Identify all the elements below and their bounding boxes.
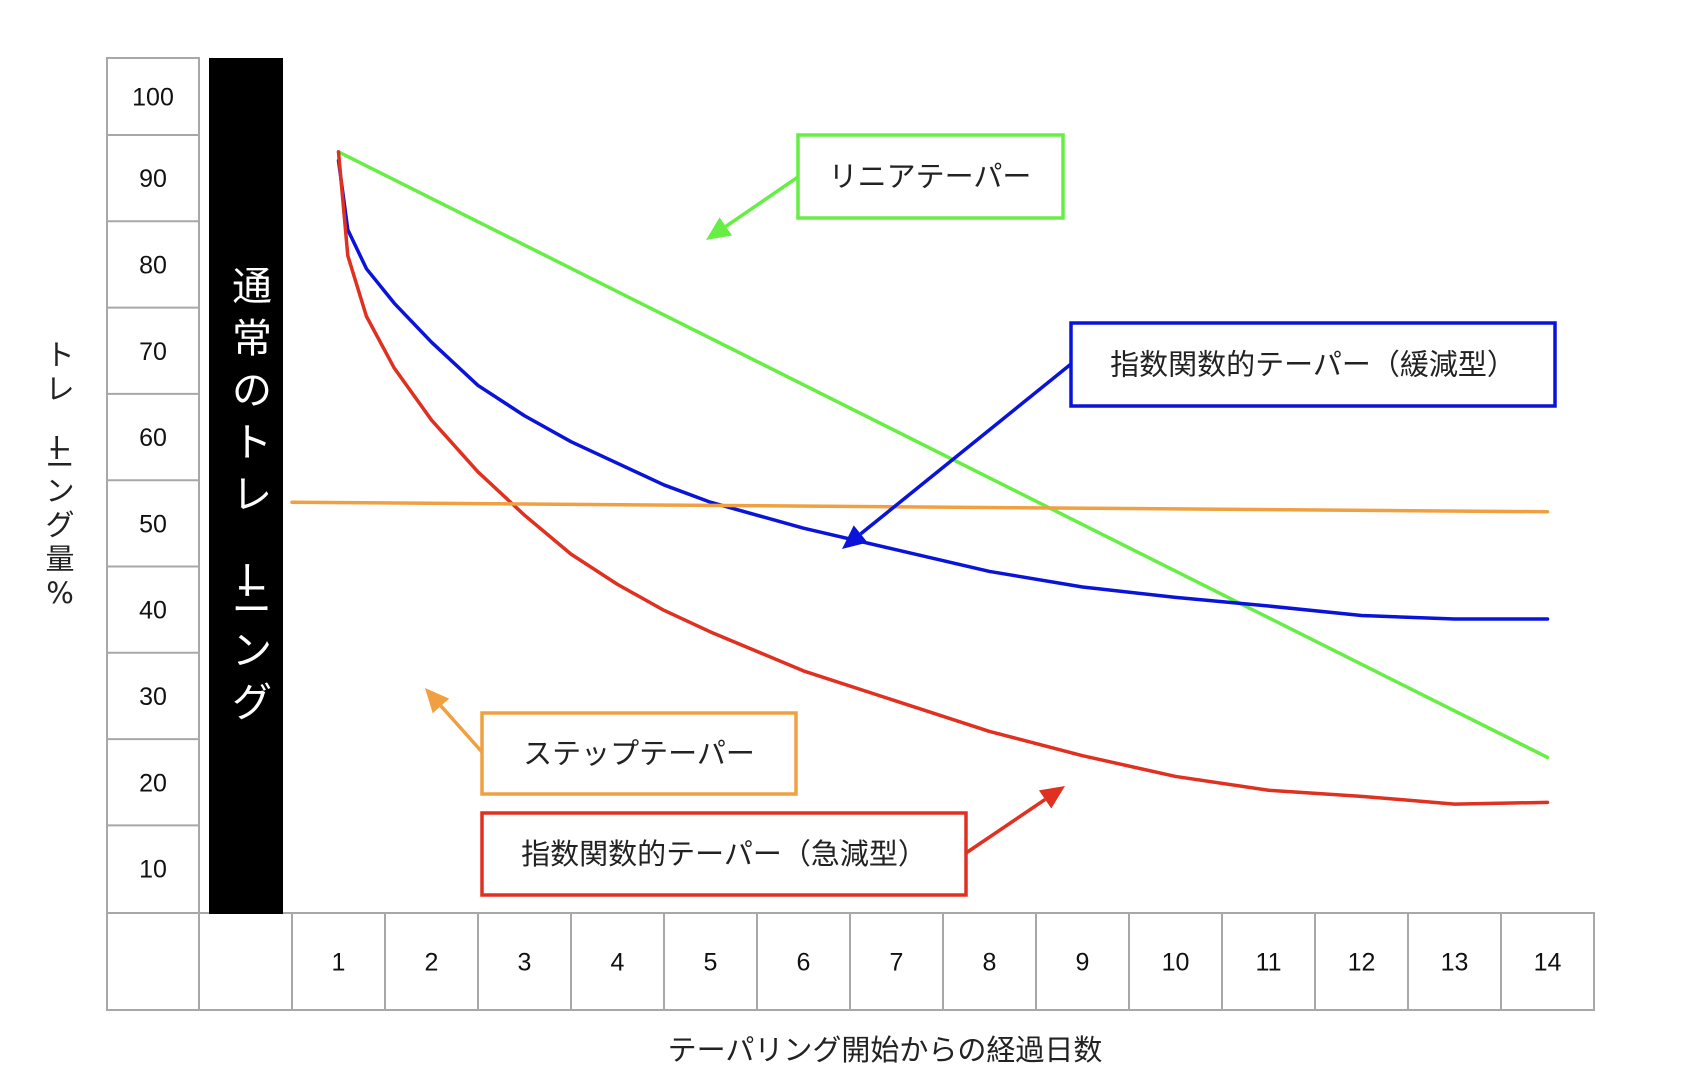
annotation-label: 指数関数的テーパー（緩減型） xyxy=(1110,348,1516,382)
series-line xyxy=(336,150,1550,760)
annotation-arrowhead xyxy=(425,688,450,714)
annotation-box xyxy=(480,711,798,796)
annotation: 指数関数的テーパー（急減型） xyxy=(480,786,1065,897)
vertical-char: ニ xyxy=(45,440,74,474)
annotation-arrowhead xyxy=(842,525,868,549)
x-tick-label: 13 xyxy=(1441,949,1469,977)
vertical-char: グ xyxy=(232,680,272,726)
vertical-char: レ xyxy=(45,372,74,406)
annotation-arrow xyxy=(724,175,799,228)
vertical-char: ー xyxy=(222,560,268,600)
vertical-char: 量 xyxy=(45,542,74,576)
vertical-char: ト xyxy=(232,420,272,466)
vertical-char: ン xyxy=(45,474,74,508)
annotation-arrow xyxy=(439,704,484,754)
vertical-char: レ xyxy=(232,472,272,518)
series-line xyxy=(336,150,1550,806)
x-tick-label: 11 xyxy=(1256,949,1282,977)
annotation-arrow xyxy=(965,798,1047,855)
vertical-char: ト xyxy=(45,338,74,372)
y-tick-label: 40 xyxy=(139,597,167,625)
annotation-arrowhead xyxy=(1038,786,1065,809)
x-tick-label: 6 xyxy=(797,949,811,977)
baseline-band-rect xyxy=(209,58,283,914)
x-tick-label: 12 xyxy=(1348,949,1376,977)
x-tick-label: 5 xyxy=(704,949,718,977)
vertical-char: 常 xyxy=(232,316,272,362)
vertical-char: ニ xyxy=(232,576,272,622)
vertical-char: グ xyxy=(45,508,74,542)
x-tick-label: 10 xyxy=(1162,949,1190,977)
y-tick-label: 100 xyxy=(132,84,174,112)
y-tick-label: 30 xyxy=(139,683,167,711)
y-tick-label: 90 xyxy=(139,165,167,193)
baseline-band-label: 通常のトレーニング xyxy=(222,264,272,726)
annotation-label: リニアテーパー xyxy=(829,160,1032,194)
series-layer xyxy=(290,150,1550,806)
x-axis-title: テーパリング開始からの経過日数 xyxy=(668,1033,1103,1067)
baseline-band: 通常のトレーニング xyxy=(209,58,283,914)
y-tick-label: 70 xyxy=(139,338,167,366)
annotation-box xyxy=(480,811,968,897)
vertical-char: ー xyxy=(38,433,72,462)
x-tick-label: 3 xyxy=(518,949,532,977)
x-tick-label: 8 xyxy=(983,949,997,977)
annotation: リニアテーパー xyxy=(706,133,1065,240)
y-axis: 100 90 80 70 60 50 40 30 20 10 xyxy=(106,57,200,1010)
vertical-char: ン xyxy=(232,628,272,674)
y-tick-label: 80 xyxy=(139,251,167,279)
y-tick-label: 20 xyxy=(139,769,167,797)
annotation-arrow xyxy=(859,362,1073,536)
y-axis-title: トレーニング量% xyxy=(38,338,74,610)
y-tick-label: 60 xyxy=(139,424,167,452)
vertical-char: % xyxy=(46,576,74,610)
annotation-box xyxy=(1069,321,1557,408)
series-line xyxy=(290,500,1550,514)
series-line xyxy=(336,158,1550,621)
annotation-arrowhead xyxy=(706,217,733,240)
vertical-char: の xyxy=(232,368,272,414)
y-tick-label: 10 xyxy=(139,856,167,884)
vertical-char: 通 xyxy=(232,264,272,310)
x-tick-label: 9 xyxy=(1076,949,1090,977)
y-tick-label: 50 xyxy=(139,510,167,538)
annotation-label: 指数関数的テーパー（急減型） xyxy=(521,837,927,871)
x-tick-label: 14 xyxy=(1534,949,1562,977)
x-tick-label: 1 xyxy=(332,949,346,977)
x-tick-label: 4 xyxy=(611,949,625,977)
annotation-label: ステップテーパー xyxy=(523,737,755,771)
annotation: ステップテーパー xyxy=(425,688,798,796)
annotation-box xyxy=(796,133,1065,220)
annotation: 指数関数的テーパー（緩減型） xyxy=(842,321,1557,549)
x-tick-label: 2 xyxy=(425,949,439,977)
x-tick-label: 7 xyxy=(890,949,904,977)
